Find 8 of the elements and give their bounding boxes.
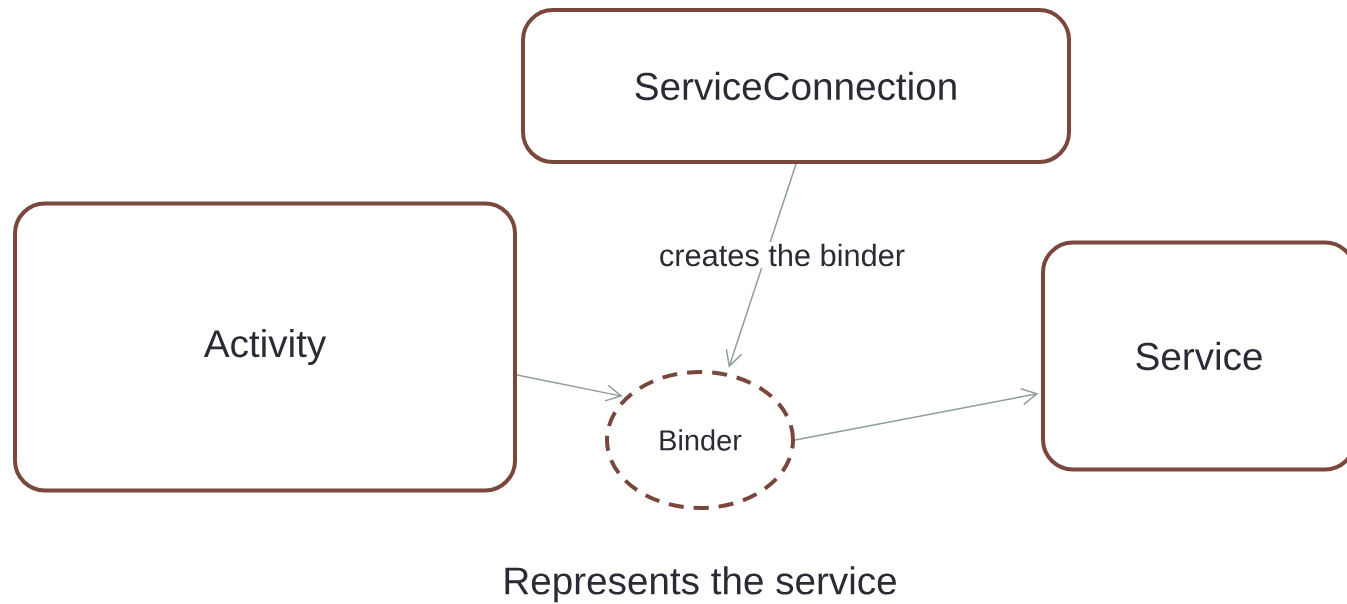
process-box: Service <box>1041 240 1347 472</box>
arrow <box>516 374 623 402</box>
caption-text: Represents the service <box>505 566 896 603</box>
arrow <box>725 163 797 368</box>
arrow <box>794 388 1039 441</box>
edge-label: creates the binder <box>657 241 907 269</box>
process-box: ServiceConnection <box>521 8 1071 164</box>
process-box: Activity <box>13 201 517 493</box>
